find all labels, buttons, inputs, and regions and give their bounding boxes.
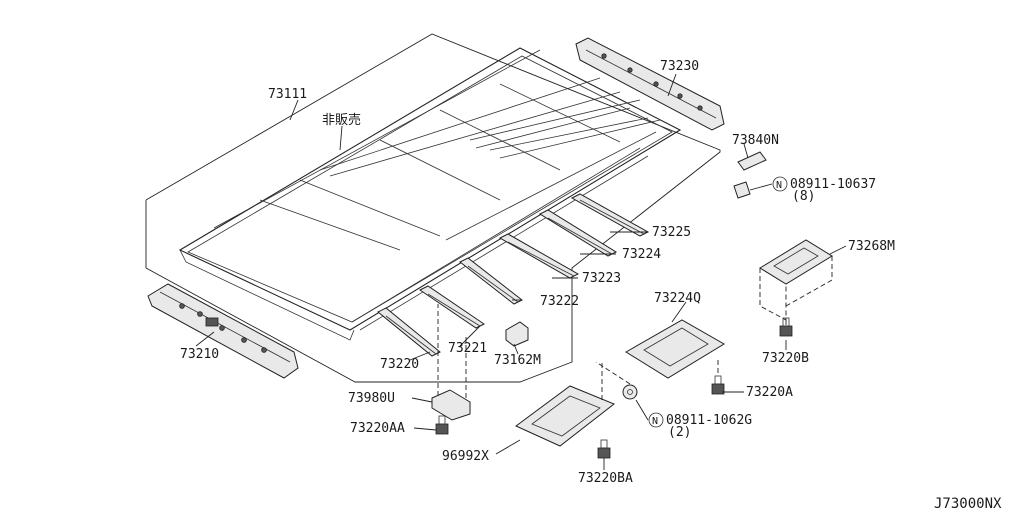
callout-96992x: 96992X xyxy=(442,449,489,464)
bolt-73220a-part xyxy=(711,360,725,395)
clip-73162m-part xyxy=(505,321,529,347)
roof-panel xyxy=(178,47,682,341)
leader-lines xyxy=(195,73,847,470)
roof-bow-73222 xyxy=(459,257,523,305)
callout-08911-1062g: 08911-1062G xyxy=(666,413,752,428)
nut-symbol-2-letter: N xyxy=(652,416,658,427)
bracket-73268m-part xyxy=(759,239,833,330)
callout-73222: 73222 xyxy=(540,294,579,309)
reference-code: J73000NX xyxy=(934,496,1002,512)
callout-not-for-sale: 非販売 xyxy=(322,112,361,128)
callout-73221: 73221 xyxy=(448,341,487,356)
callout-73230: 73230 xyxy=(660,59,699,74)
callout-73224: 73224 xyxy=(622,247,661,262)
roof-bow-73223 xyxy=(498,233,580,279)
callout-73111: 73111 xyxy=(268,87,307,102)
callout-73220ba: 73220BA xyxy=(578,471,633,486)
clip-73840n-part xyxy=(733,151,767,199)
callout-73220aa: 73220AA xyxy=(350,421,405,436)
callout-73268m: 73268M xyxy=(848,239,895,254)
nut-symbol-8 xyxy=(772,176,788,192)
callout-73162m: 73162M xyxy=(494,353,541,368)
callout-73220: 73220 xyxy=(380,357,419,372)
callout-73223: 73223 xyxy=(582,271,621,286)
callout-73220a: 73220A xyxy=(746,385,793,400)
callout-73220b: 73220B xyxy=(762,351,809,366)
roof-bow-73225 xyxy=(570,193,650,237)
bolt-73220ba-part xyxy=(597,439,611,459)
bolt-73220aa-part xyxy=(435,415,449,435)
roof-bow-73224 xyxy=(538,209,618,257)
roof-bow-73221 xyxy=(419,285,485,329)
callout-73225: 73225 xyxy=(652,225,691,240)
rear-rail-part xyxy=(147,283,299,379)
callout-08911-10637: 08911-10637 xyxy=(790,177,876,192)
bracket-73980u-part xyxy=(431,304,471,421)
front-rail-part xyxy=(575,37,725,131)
roof-bow-73220 xyxy=(377,307,441,357)
bracket-96992x-part xyxy=(515,362,615,447)
callout-qty-8: (8) xyxy=(792,189,815,204)
nut-symbol-8-letter: N xyxy=(776,180,782,191)
callout-73980u: 73980U xyxy=(348,391,395,406)
callout-73224q: 73224Q xyxy=(654,291,701,306)
callout-73210: 73210 xyxy=(180,347,219,362)
callout-qty-2: (2) xyxy=(668,425,691,440)
bolt-73220b-part xyxy=(779,317,793,337)
bracket-73224q-part xyxy=(625,319,725,379)
nut-symbol-2 xyxy=(648,412,664,428)
callout-73840n: 73840N xyxy=(732,133,779,148)
roof-group-outline xyxy=(145,33,721,383)
